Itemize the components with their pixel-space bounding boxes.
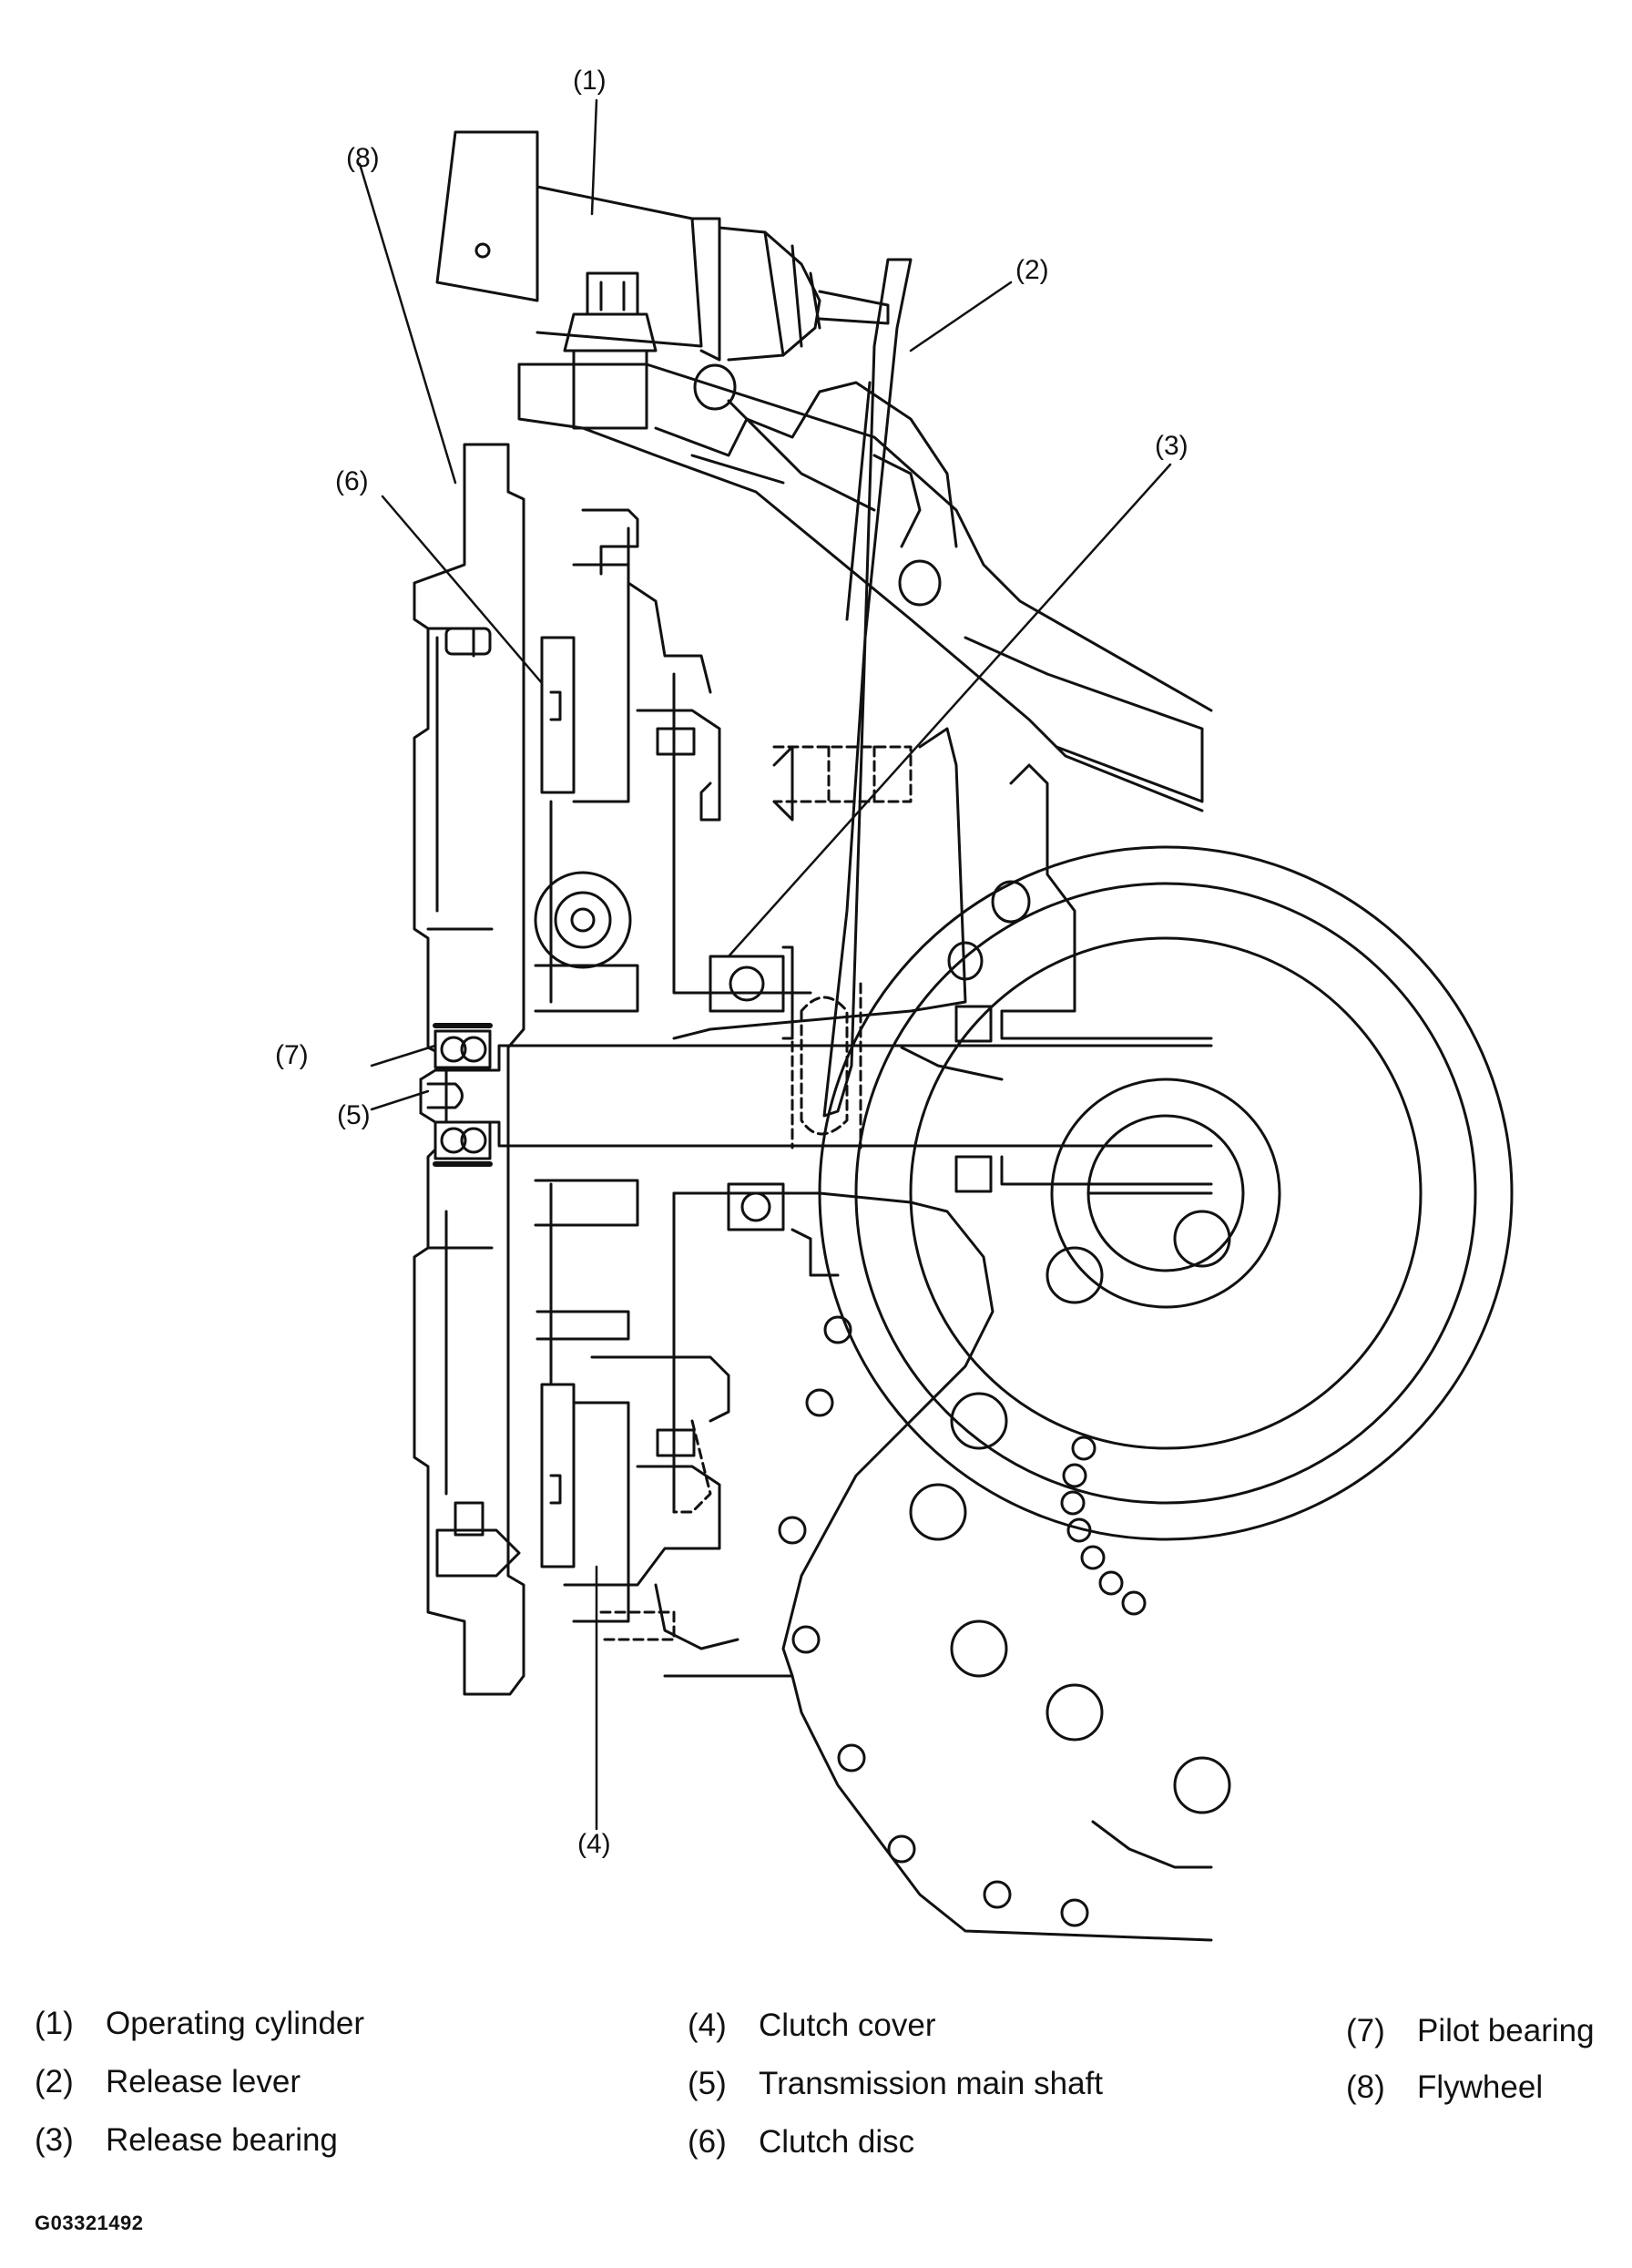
callout-label-5: (5): [337, 1100, 371, 1130]
legend-num: (1): [35, 2006, 74, 2041]
legend-text: Release lever: [106, 2064, 301, 2099]
callout-leaders: [358, 98, 1172, 1831]
transmission-main-shaft-shape: [419, 1044, 1213, 1148]
ball-ring: [1060, 1435, 1147, 1616]
clutch-cover-shape: [563, 508, 812, 1650]
legend-num: (5): [688, 2066, 727, 2101]
figure-code: G03321492: [35, 2212, 144, 2234]
clutch-disc-shape: [534, 563, 639, 1623]
legend-text: Release bearing: [106, 2122, 338, 2158]
legend-text: Flywheel: [1417, 2069, 1544, 2105]
legend-text: Pilot bearing: [1417, 2013, 1595, 2048]
clutch-hub-bolts: [909, 1210, 1231, 1814]
release-bearing-shape: [709, 945, 840, 1277]
legend-text: Operating cylinder: [106, 2006, 365, 2041]
callout-label-4: (4): [577, 1829, 611, 1859]
legend-num: (3): [35, 2122, 74, 2158]
operating-cylinder-shape: [435, 130, 890, 430]
legend-num: (4): [688, 2007, 727, 2043]
transmission-housing-gear-shape: [663, 845, 1514, 1942]
transmission-case-shape: [517, 363, 1213, 1193]
legend-text: Clutch cover: [759, 2007, 936, 2043]
legend-num: (2): [35, 2064, 74, 2099]
legend-num: (6): [688, 2124, 727, 2160]
release-lever-shape: [790, 258, 922, 1149]
callout-label-8: (8): [346, 143, 380, 173]
legend-text: Transmission main shaft: [759, 2066, 1103, 2101]
legend-text: Clutch disc: [759, 2124, 915, 2160]
callout-label-3: (3): [1155, 431, 1188, 461]
callout-label-7: (7): [275, 1040, 309, 1070]
callout-label-6: (6): [335, 466, 369, 496]
callout-label-2: (2): [1015, 255, 1049, 285]
pilot-bearing-shape: [433, 1023, 493, 1167]
legend-num: (7): [1346, 2013, 1385, 2048]
legend-num: (8): [1346, 2069, 1385, 2105]
clutch-cross-section-diagram: [358, 98, 1514, 1942]
callout-label-1: (1): [573, 66, 607, 96]
